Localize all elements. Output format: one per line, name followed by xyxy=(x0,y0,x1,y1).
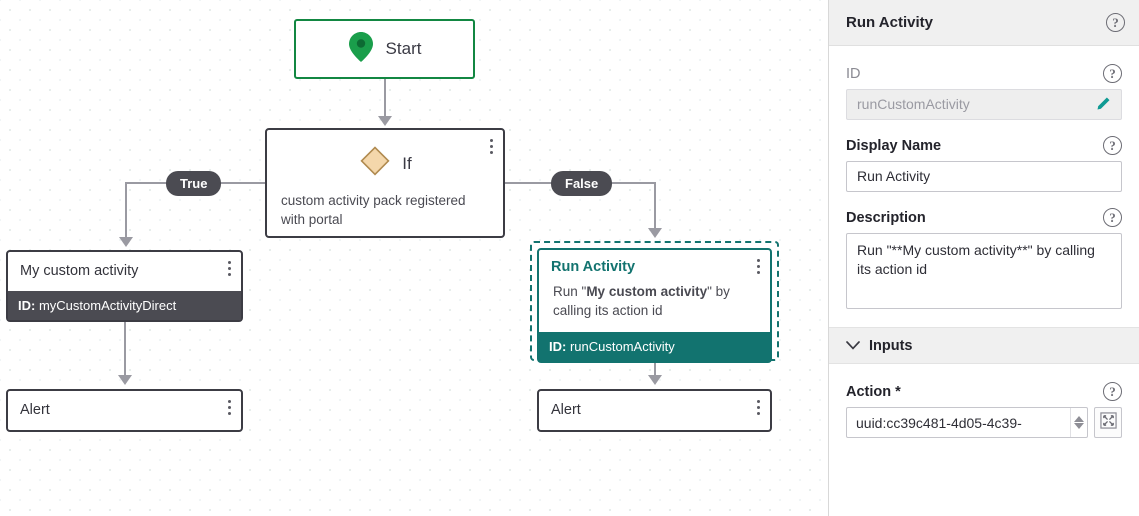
display-name-label: Display Name xyxy=(846,137,942,154)
display-name-input[interactable]: Run Activity xyxy=(846,161,1122,192)
action-help-icon[interactable]: ? xyxy=(1103,382,1122,401)
node-run-activity-title: Run Activity xyxy=(551,259,636,275)
run-body-bold: My custom activity xyxy=(586,284,708,299)
panel-header: Run Activity ? xyxy=(829,0,1139,46)
expand-arrows-icon xyxy=(1099,411,1117,434)
location-pin-icon xyxy=(348,31,374,68)
arrow-custom-to-alert xyxy=(118,375,132,385)
action-spinner[interactable] xyxy=(1070,408,1087,437)
node-run-activity[interactable]: Run Activity Run "My custom activity" by… xyxy=(537,248,772,363)
arrow-start-to-if xyxy=(378,116,392,126)
node-alert-left[interactable]: Alert xyxy=(6,389,243,432)
edge-if-true-v xyxy=(125,182,127,238)
node-id-value: myCustomActivityDirect xyxy=(38,298,177,313)
node-alert-right-title: Alert xyxy=(551,402,581,418)
run-id-value: runCustomActivity xyxy=(569,339,675,354)
edge-custom-to-alert xyxy=(124,316,126,376)
diamond-icon xyxy=(358,144,392,183)
node-start[interactable]: Start xyxy=(294,19,475,79)
action-expand-button[interactable] xyxy=(1094,407,1122,438)
inputs-section-title: Inputs xyxy=(869,337,913,354)
node-if-condition: custom activity pack registered with por… xyxy=(281,193,466,227)
panel-title: Run Activity xyxy=(846,14,933,31)
run-body-prefix: Run " xyxy=(553,284,587,299)
action-label: Action * xyxy=(846,383,901,400)
arrow-run-to-alert xyxy=(648,375,662,385)
arrow-if-true xyxy=(119,237,133,247)
description-label: Description xyxy=(846,209,926,226)
node-if[interactable]: If custom activity pack registered with … xyxy=(265,128,505,238)
chevron-down-icon[interactable] xyxy=(846,339,860,352)
display-name-help-icon[interactable]: ? xyxy=(1103,136,1122,155)
properties-panel: Run Activity ? ID ? runCustomActivity Di… xyxy=(829,0,1139,516)
run-body-suffix: " by calling its action id xyxy=(553,284,730,318)
description-help-icon[interactable]: ? xyxy=(1103,208,1122,227)
inputs-section-header[interactable]: Inputs xyxy=(829,328,1139,364)
node-if-menu-icon[interactable] xyxy=(489,139,493,154)
spinner-down-icon[interactable] xyxy=(1074,423,1084,429)
node-run-activity-id: ID: runCustomActivity xyxy=(539,332,770,361)
run-id-prefix: ID: xyxy=(549,339,567,354)
node-run-activity-menu-icon[interactable] xyxy=(756,259,760,274)
panel-help-icon[interactable]: ? xyxy=(1106,13,1125,32)
edge-run-to-alert xyxy=(654,361,656,377)
action-required-mark: * xyxy=(895,383,901,400)
branch-label-true: True xyxy=(166,171,222,196)
node-if-title: If xyxy=(402,153,412,173)
spinner-up-icon[interactable] xyxy=(1074,416,1084,422)
id-input-value: runCustomActivity xyxy=(857,96,970,112)
node-run-activity-body: Run "My custom activity" by calling its … xyxy=(539,282,770,332)
display-name-field-group: Display Name ? Run Activity xyxy=(829,136,1139,192)
panel-divider xyxy=(829,327,1139,328)
action-input-wrap[interactable]: uuid:cc39c481-4d05-4c39- xyxy=(846,407,1088,438)
id-field-label: ID xyxy=(846,65,861,82)
description-field-group: Description ? Run "**My custom activity*… xyxy=(829,208,1139,309)
node-alert-right-menu-icon[interactable] xyxy=(756,400,760,415)
node-my-custom-activity[interactable]: My custom activity ID: myCustomActivityD… xyxy=(6,250,243,322)
id-input[interactable]: runCustomActivity xyxy=(846,89,1122,120)
flow-canvas[interactable]: Start If custom activity pack registered… xyxy=(0,0,829,516)
branch-label-false: False xyxy=(551,171,613,196)
id-field-group: ID ? runCustomActivity xyxy=(829,64,1139,120)
node-my-custom-activity-menu-icon[interactable] xyxy=(227,261,231,276)
node-alert-right[interactable]: Alert xyxy=(537,389,772,432)
edge-start-to-if xyxy=(384,79,386,117)
node-alert-left-menu-icon[interactable] xyxy=(227,400,231,415)
start-label: Start xyxy=(385,39,422,58)
id-help-icon[interactable]: ? xyxy=(1103,64,1122,83)
action-input-value: uuid:cc39c481-4d05-4c39- xyxy=(856,414,1022,431)
description-textarea[interactable]: Run "**My custom activity**" by calling … xyxy=(846,233,1122,309)
node-my-custom-activity-id: ID: myCustomActivityDirect xyxy=(8,291,241,320)
node-id-prefix: ID: xyxy=(18,298,36,313)
arrow-if-false xyxy=(648,228,662,238)
edge-if-false-v xyxy=(654,182,656,229)
node-my-custom-activity-title: My custom activity xyxy=(20,263,139,279)
action-field-group: Action * ? uuid:cc39c481-4d05-4c39- xyxy=(829,382,1139,438)
pencil-icon[interactable] xyxy=(1096,96,1111,114)
node-alert-left-title: Alert xyxy=(20,402,50,418)
action-input-group: uuid:cc39c481-4d05-4c39- xyxy=(846,407,1122,438)
